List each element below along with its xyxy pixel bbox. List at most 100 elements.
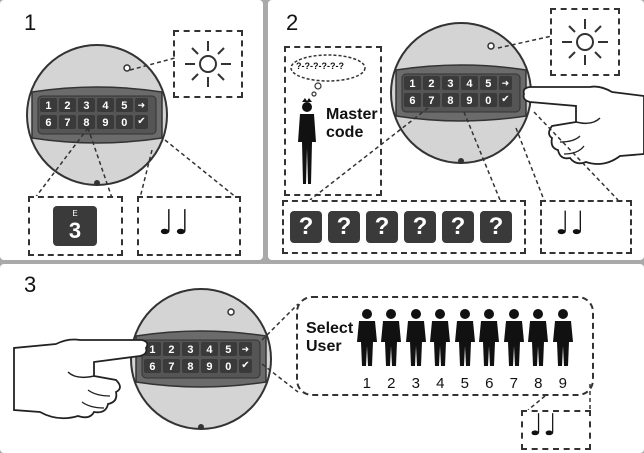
user-number: 3 (411, 375, 420, 392)
user-number: 4 (436, 375, 445, 392)
code-boxes: ? ? ? ? ? ? (290, 211, 512, 243)
keypad: 1 2 3 4 5 ➜ 6 7 8 9 0 ✔ (144, 342, 253, 373)
select-user-label: Select User (306, 320, 354, 355)
key-check[interactable]: ✔ (238, 359, 253, 373)
user-number: 8 (534, 375, 543, 392)
user-number: 2 (387, 375, 396, 392)
thought-bubble (290, 54, 366, 97)
user-number: 7 (509, 375, 518, 392)
person-icon (454, 309, 475, 366)
key-7[interactable]: 7 (162, 359, 180, 373)
beep-callout (137, 196, 241, 256)
callout-lines (261, 303, 299, 393)
key-4[interactable]: 4 (200, 342, 218, 356)
step-number: 3 (24, 272, 37, 297)
key-4[interactable]: 4 (96, 98, 114, 112)
user-option[interactable]: 9 (551, 308, 575, 392)
person-icon (503, 309, 524, 366)
user-number: 5 (460, 375, 469, 392)
code-digit-box: ? (328, 211, 360, 243)
master-code-label: Master code (326, 106, 378, 141)
key-check[interactable]: ✔ (134, 115, 149, 129)
key-0[interactable]: 0 (115, 115, 133, 129)
key-0[interactable]: 0 (219, 359, 237, 373)
key-8[interactable]: 8 (77, 115, 95, 129)
key-5[interactable]: 5 (115, 98, 133, 112)
code-digit-box: ? (442, 211, 474, 243)
key-2[interactable]: 2 (422, 76, 440, 90)
code-digit-box: ? (290, 211, 322, 243)
beep-callout (521, 410, 591, 450)
user-option[interactable]: 8 (527, 308, 551, 392)
key-arrow[interactable]: ➜ (238, 342, 253, 356)
user-option[interactable]: 6 (478, 308, 502, 392)
person-icon (405, 309, 426, 366)
key-8[interactable]: 8 (181, 359, 199, 373)
step-number: 2 (286, 10, 299, 35)
code-digit-box: ? (366, 211, 398, 243)
beep-notes-icon: ♩♩ (555, 204, 586, 242)
beep-callout (540, 200, 632, 254)
key-letter: E (72, 209, 78, 218)
code-digit-box: ? (480, 211, 512, 243)
pointing-hand-icon (13, 338, 149, 420)
callout-lines (527, 384, 591, 411)
key-arrow[interactable]: ➜ (498, 76, 513, 90)
key-1[interactable]: 1 (40, 98, 57, 112)
key-5[interactable]: 5 (219, 342, 237, 356)
person-icon (430, 309, 451, 366)
key-5[interactable]: 5 (479, 76, 497, 90)
user-number: 1 (362, 375, 371, 392)
key-1[interactable]: 1 (144, 342, 161, 356)
key-8[interactable]: 8 (441, 93, 459, 107)
keypad: 1 2 3 4 5 ➜ 6 7 8 9 0 ✔ (40, 98, 149, 129)
key-2[interactable]: 2 (162, 342, 180, 356)
user-number: 6 (485, 375, 494, 392)
code-digit-box: ? (404, 211, 436, 243)
led-light-icon (185, 41, 231, 87)
led-light-icon (562, 19, 608, 65)
thought-text: ?-?-?-?-?-? (296, 61, 344, 71)
key-0[interactable]: 0 (479, 93, 497, 107)
key-1[interactable]: 1 (404, 76, 421, 90)
key-3[interactable]: 3 (181, 342, 199, 356)
person-icon (552, 309, 573, 366)
user-option[interactable]: 2 (380, 308, 404, 392)
step-1-panel: 1 1 2 3 4 5 ➜ 6 7 8 9 0 ✔ (0, 0, 263, 260)
key-4[interactable]: 4 (460, 76, 478, 90)
key-7[interactable]: 7 (58, 115, 76, 129)
key-6[interactable]: 6 (144, 359, 161, 373)
step-3-panel: 3 1 2 3 4 5 ➜ 6 7 8 9 0 ✔ (0, 264, 644, 453)
key-9[interactable]: 9 (460, 93, 478, 107)
user-number: 9 (558, 375, 567, 392)
pointing-hand-icon (522, 85, 644, 165)
key-digit: 3 (68, 218, 82, 243)
key-6[interactable]: 6 (40, 115, 57, 129)
keypad: 1 2 3 4 5 ➜ 6 7 8 9 0 ✔ (404, 76, 513, 107)
user-option[interactable]: 3 (404, 308, 428, 392)
callout-lines (309, 35, 619, 201)
person-icon (356, 309, 377, 366)
beep-notes-icon: ♩♩ (529, 408, 558, 443)
person-icon (381, 309, 402, 366)
person-icon (479, 309, 500, 366)
user-option[interactable]: 1 (355, 308, 379, 392)
user-option[interactable]: 7 (502, 308, 526, 392)
key-9[interactable]: 9 (96, 115, 114, 129)
key-3[interactable]: 3 (77, 98, 95, 112)
key-7[interactable]: 7 (422, 93, 440, 107)
user-option[interactable]: 5 (453, 308, 477, 392)
key-6[interactable]: 6 (404, 93, 421, 107)
key-arrow[interactable]: ➜ (134, 98, 149, 112)
person-icon (298, 98, 316, 184)
key-9[interactable]: 9 (200, 359, 218, 373)
callout-lines (34, 57, 238, 199)
highlighted-key: E 3 (53, 206, 97, 246)
person-icon (528, 309, 549, 366)
key-3[interactable]: 3 (441, 76, 459, 90)
key-2[interactable]: 2 (58, 98, 76, 112)
key-check[interactable]: ✔ (498, 93, 513, 107)
user-option[interactable]: 4 (429, 308, 453, 392)
beep-notes-icon: ♩♩ (158, 203, 191, 243)
step-2-panel: 2 ?-?-?-?-?-? Master code 1 2 (268, 0, 644, 260)
